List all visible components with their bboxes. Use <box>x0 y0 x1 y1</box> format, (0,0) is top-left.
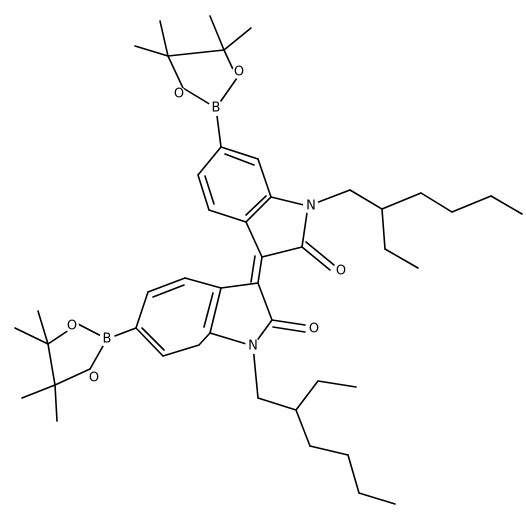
atom-o-top-ring-right: O <box>232 65 246 80</box>
atom-n-top: N <box>303 198 319 214</box>
atom-labels: O O N N B B O O <box>65 65 349 386</box>
atom-o-carbonyl-bottom: O <box>306 321 322 337</box>
atom-b-top-text: B <box>212 101 221 116</box>
atom-o-top-ring-left: O <box>172 87 186 102</box>
atom-o-top-ring-right-text: O <box>234 65 244 80</box>
atom-n-top-text: N <box>306 199 316 214</box>
atom-o-top-ring-left-text: O <box>174 87 184 102</box>
atom-b-bottom-text: B <box>103 332 112 347</box>
atom-b-bottom: B <box>99 331 115 347</box>
atom-o-carbonyl-top: O <box>333 263 349 279</box>
atom-o-bottom-ring-upper-text: O <box>67 319 77 334</box>
atom-o-bottom-ring-lower-text: O <box>89 371 99 386</box>
atom-n-bottom-text: N <box>248 339 258 354</box>
atom-o-carbonyl-bottom-text: O <box>309 322 319 337</box>
atom-n-bottom: N <box>245 338 261 354</box>
atom-b-top: B <box>208 100 224 116</box>
atom-o-bottom-ring-upper: O <box>65 319 79 334</box>
atom-o-carbonyl-top-text: O <box>336 264 346 279</box>
bond-lines <box>14 15 523 505</box>
atom-o-bottom-ring-lower: O <box>87 371 101 386</box>
